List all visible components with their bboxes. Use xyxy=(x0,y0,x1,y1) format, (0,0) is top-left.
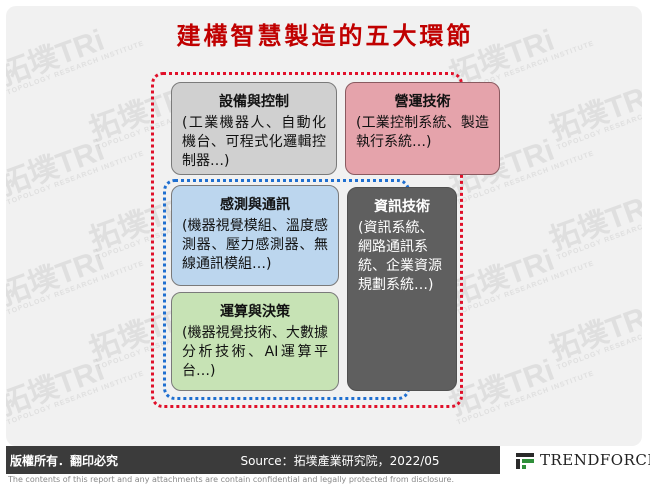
box-computing-decision: 運算與決策 (機器視覺技術、大數據分析技術、AI運算平台…) xyxy=(171,292,339,391)
brand-name: TRENDFORCE xyxy=(540,451,650,469)
box-body: (資訊系統、網路通訊系統、企業資源規劃系統…) xyxy=(358,220,442,293)
box-sensing-communication: 感測與通訊 (機器視覺模組、溫度感測器、壓力感測器、無線通訊模組…) xyxy=(171,185,339,286)
diagram-title: 建構智慧製造的五大環節 xyxy=(176,21,474,50)
trendforce-logo-icon xyxy=(516,453,534,469)
disclaimer-text: The contents of this report and any atta… xyxy=(8,475,454,484)
manufacturing-scope-outline xyxy=(151,72,463,408)
box-heading: 資訊技術 xyxy=(374,199,430,215)
box-heading: 感測與通訊 xyxy=(220,197,290,213)
box-body: (機器視覺技術、大數據分析技術、AI運算平台…) xyxy=(182,325,328,379)
source-citation: Source：拓墣產業研究院，2022/05 xyxy=(240,454,440,468)
box-heading: 設備與控制 xyxy=(219,94,289,110)
box-body: (工業機器人、自動化機台、可程式化邏輯控制器…) xyxy=(182,115,326,169)
box-body: (工業控制系統、製造執行系統…) xyxy=(356,115,489,150)
box-body: (機器視覺模組、溫度感測器、壓力感測器、無線通訊模組…) xyxy=(182,218,328,272)
box-information-technology: 資訊技術 (資訊系統、網路通訊系統、企業資源規劃系統…) xyxy=(347,187,457,391)
copyright-notice: 版權所有．翻印必究 xyxy=(10,454,119,468)
box-operations-technology: 營運技術 (工業控制系統、製造執行系統…) xyxy=(345,82,500,175)
box-heading: 運算與決策 xyxy=(220,304,290,320)
box-equipment-control: 設備與控制 (工業機器人、自動化機台、可程式化邏輯控制器…) xyxy=(171,82,337,175)
box-heading: 營運技術 xyxy=(394,94,451,110)
